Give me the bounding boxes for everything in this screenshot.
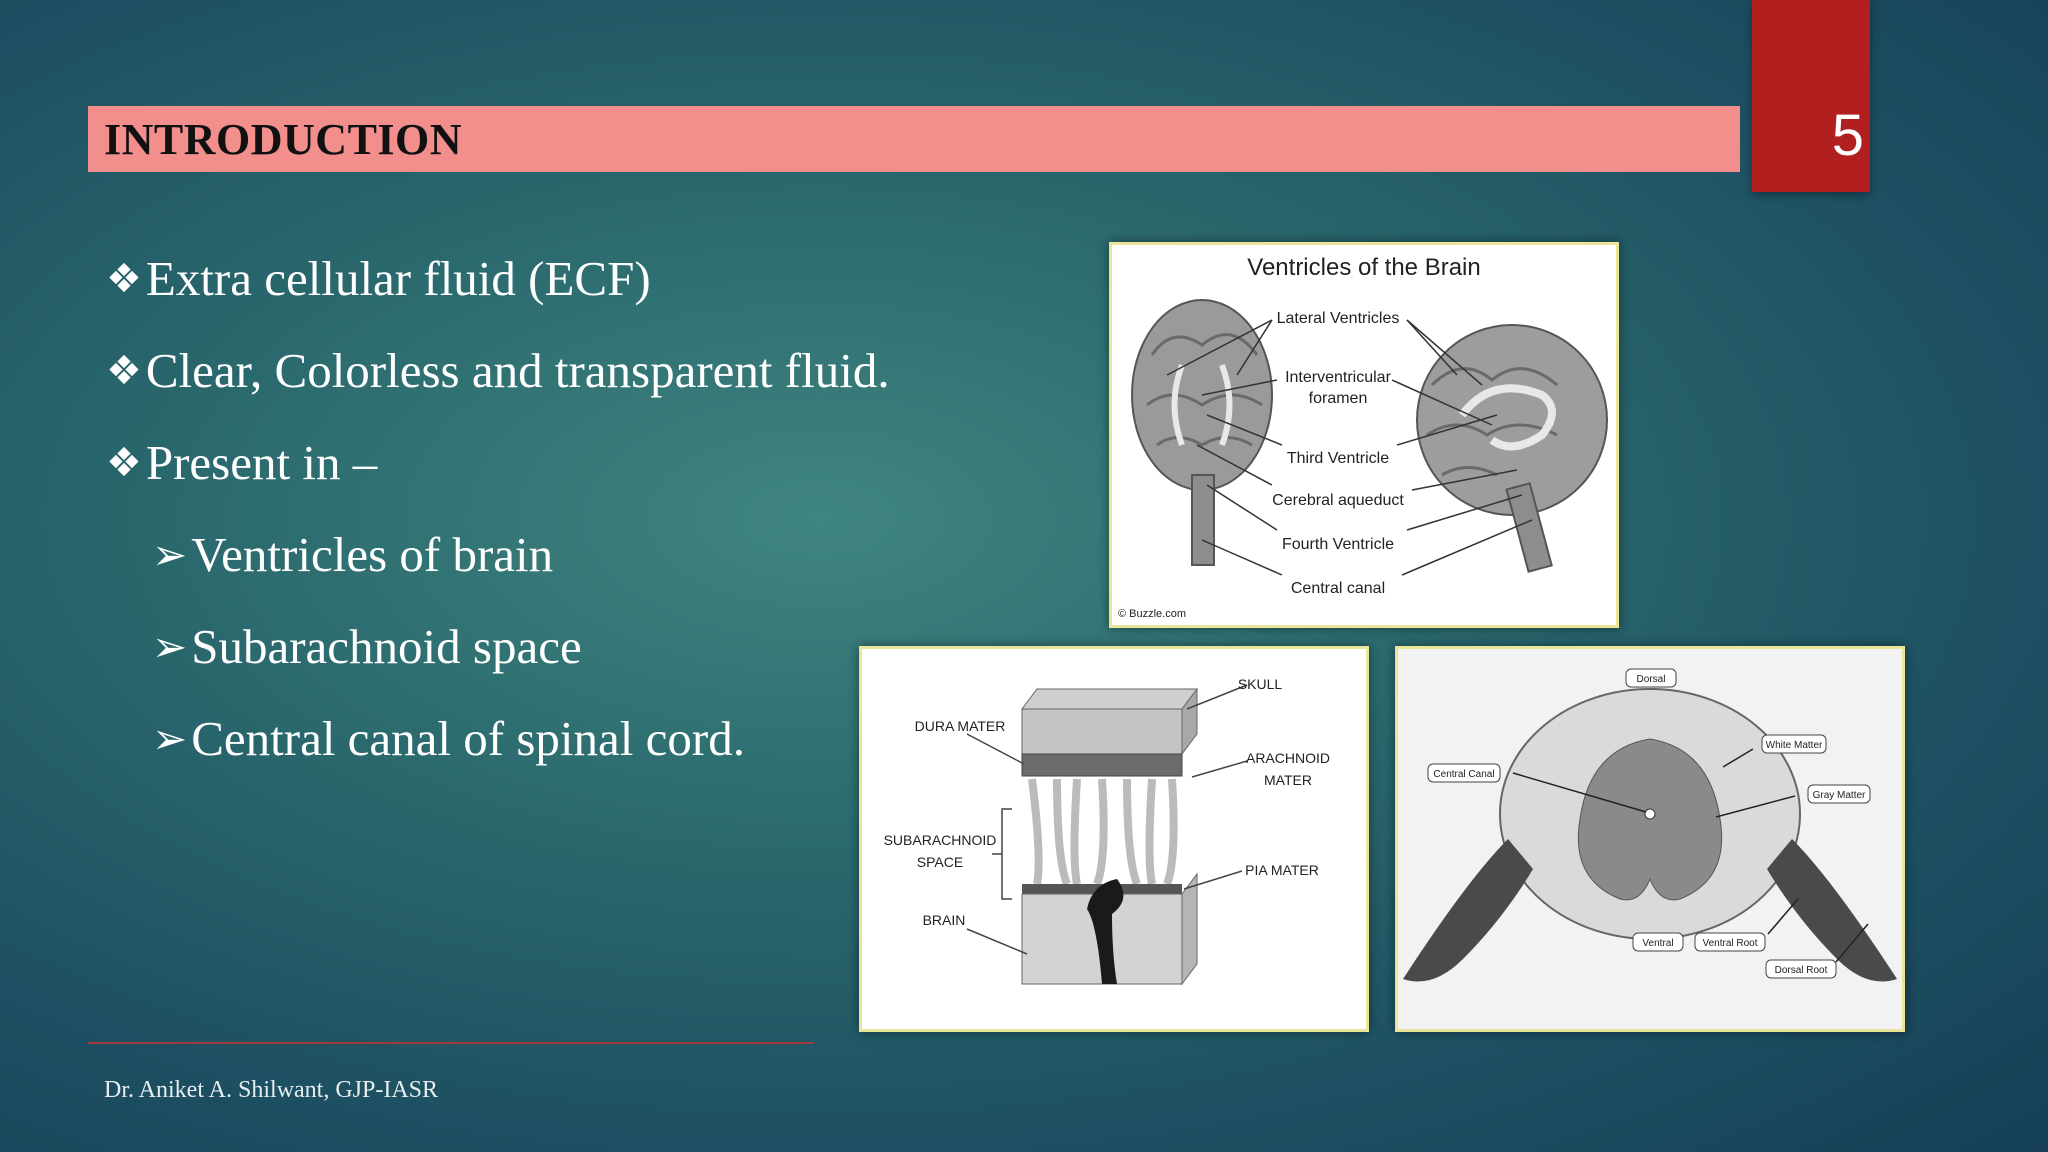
sub-bullet-text: Ventricles of brain	[191, 527, 554, 582]
label-third-ventricle: Third Ventricle	[1287, 450, 1389, 467]
diamond-bullet-icon: ❖	[106, 439, 142, 486]
diamond-bullet-icon: ❖	[106, 347, 142, 394]
page-number: 5	[1831, 103, 1864, 168]
meninges-figure: SKULL DURA MATER ARACHNOID MATER SUBARAC…	[859, 646, 1369, 1032]
spinal-cord-figure: Dorsal White Matter Central Canal Gray M…	[1395, 646, 1905, 1032]
label-fourth-ventricle: Fourth Ventricle	[1282, 536, 1394, 553]
sub-bullet-item: ➢ Subarachnoid space	[152, 618, 582, 675]
bullet-text: Clear, Colorless and transparent fluid.	[145, 343, 890, 398]
label-pointers	[1166, 319, 1533, 576]
label-brain: BRAIN	[923, 912, 966, 928]
sub-bullet-text: Central canal of spinal cord.	[191, 711, 745, 766]
label-mater: MATER	[1264, 772, 1312, 788]
bullet-text: Extra cellular fluid (ECF)	[145, 251, 651, 306]
label-space: SPACE	[917, 854, 963, 870]
footer-author: Dr. Aniket A. Shilwant, GJP-IASR	[104, 1077, 439, 1103]
label-dorsal-root: Dorsal Root	[1775, 965, 1828, 976]
brain-side-illustration	[1416, 324, 1608, 573]
footer-divider	[88, 1042, 814, 1044]
slide-title: INTRODUCTION	[104, 115, 463, 164]
label-ventral: Ventral	[1642, 938, 1673, 949]
arrow-bullet-icon: ➢	[152, 714, 188, 763]
bullet-item: ❖ Present in –	[106, 434, 377, 491]
label-dura-mater: DURA MATER	[915, 718, 1006, 734]
sub-bullet-item: ➢ Ventricles of brain	[152, 526, 553, 583]
sub-bullet-text: Subarachnoid space	[191, 619, 582, 674]
label-central-canal: Central canal	[1291, 580, 1385, 597]
spinal-cord-illustration	[1403, 688, 1897, 982]
label-white-matter: White Matter	[1766, 740, 1823, 751]
label-cerebral-aqueduct: Cerebral aqueduct	[1272, 492, 1404, 509]
label-dorsal: Dorsal	[1637, 674, 1666, 685]
label-gray-matter: Gray Matter	[1813, 790, 1866, 801]
label-interventricular: Interventricular	[1285, 369, 1391, 386]
label-arachnoid: ARACHNOID	[1246, 750, 1330, 766]
label-pointers	[1512, 748, 1869, 963]
label-boxes	[1427, 668, 1871, 979]
title-bar: INTRODUCTION	[88, 106, 1740, 172]
label-foramen: foramen	[1309, 390, 1368, 407]
label-ventral-root: Ventral Root	[1702, 938, 1757, 949]
sub-bullet-item: ➢ Central canal of spinal cord.	[152, 710, 745, 767]
bullet-text: Present in –	[145, 435, 378, 490]
label-central-canal: Central Canal	[1433, 769, 1494, 780]
label-pointers	[966, 684, 1248, 955]
bullet-item: ❖ Extra cellular fluid (ECF)	[106, 250, 651, 307]
brain-ventricles-figure: Ventricles of the Brain Lateral Ventricl…	[1109, 242, 1619, 628]
figure-title: Ventricles of the Brain	[1247, 254, 1480, 281]
arrow-bullet-icon: ➢	[152, 622, 188, 671]
bullet-item: ❖ Clear, Colorless and transparent fluid…	[106, 342, 890, 399]
diamond-bullet-icon: ❖	[106, 255, 142, 302]
label-lateral-ventricles: Lateral Ventricles	[1277, 310, 1400, 327]
meninges-illustration	[1021, 687, 1198, 986]
arrow-bullet-icon: ➢	[152, 530, 188, 579]
label-skull: SKULL	[1238, 676, 1283, 692]
label-subarachnoid: SUBARACHNOID	[884, 832, 997, 848]
image-credit: © Buzzle.com	[1118, 608, 1186, 620]
label-pia-mater: PIA MATER	[1245, 862, 1319, 878]
page-number-tab: 5	[1752, 0, 1870, 192]
